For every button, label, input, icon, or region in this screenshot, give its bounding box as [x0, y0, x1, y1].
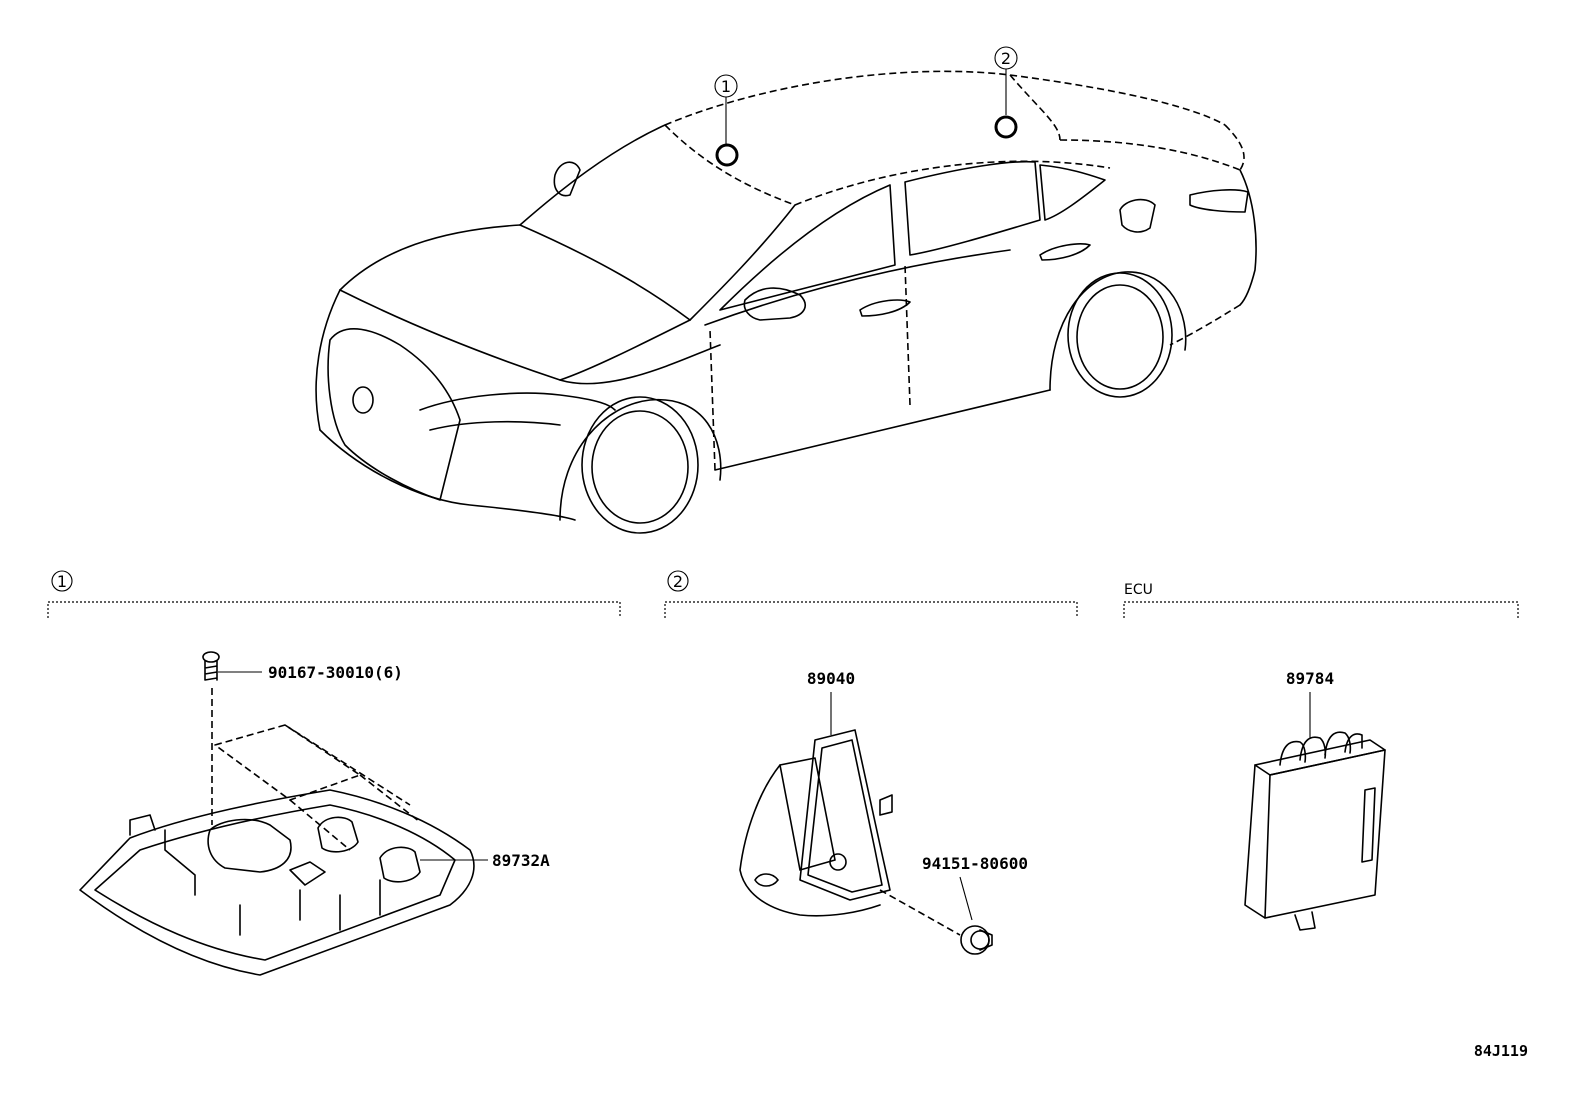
section-1-header: 1	[47, 570, 621, 618]
callout-1-label: 1	[721, 77, 731, 96]
ecu-part	[1244, 692, 1386, 931]
clip-part	[959, 876, 993, 955]
section-ecu-header: ECU	[1123, 582, 1519, 618]
part-number-sensor: 89040	[807, 669, 855, 688]
sensor-part	[739, 692, 961, 936]
room-lamp-part	[79, 724, 488, 976]
section-2-header: 2	[664, 570, 1078, 618]
part-number-room-lamp: 89732A	[492, 851, 550, 870]
vehicle-illustration	[315, 70, 1257, 534]
section-1-label: 1	[57, 572, 67, 591]
part-number-screw: 90167-30010(6)	[268, 663, 403, 682]
callout-2-label: 2	[1001, 49, 1011, 68]
section-2-label: 2	[673, 572, 683, 591]
part-number-ecu: 89784	[1286, 669, 1334, 688]
part-number-clip: 94151-80600	[922, 854, 1028, 873]
diagram-reference: 84J119	[1474, 1042, 1528, 1060]
callout-1-marker: 1	[714, 74, 739, 167]
section-ecu-label: ECU	[1124, 582, 1153, 598]
screw-part	[202, 651, 262, 825]
callout-2-marker: 2	[994, 46, 1018, 139]
